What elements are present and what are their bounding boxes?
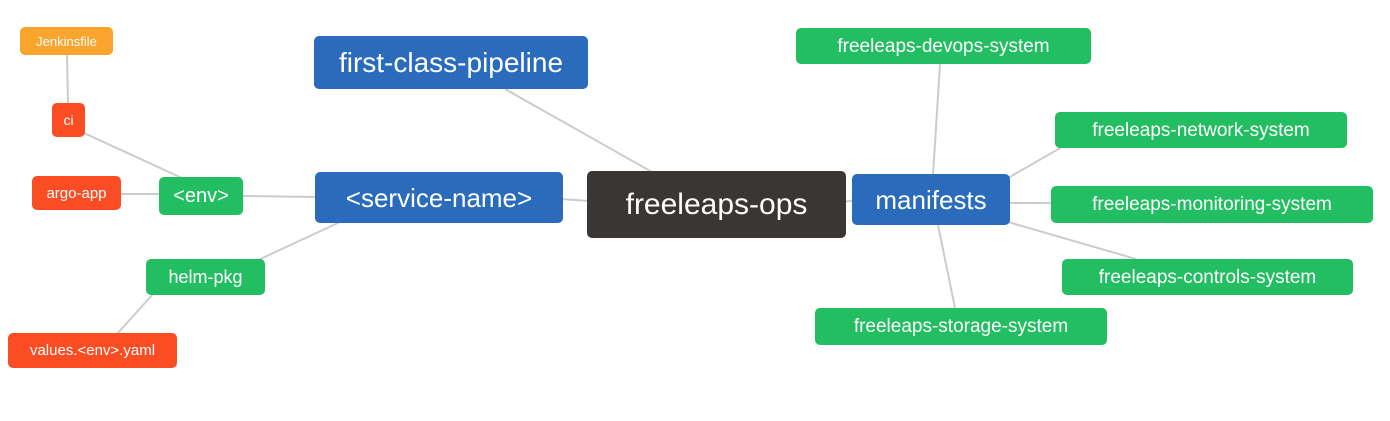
node-ci[interactable]: ci [52,103,85,137]
edge-ci-env [83,132,185,180]
node-freeleaps-controls-system[interactable]: freeleaps-controls-system [1062,259,1353,295]
edge-manifests-controls [1007,221,1137,260]
edge-helm-pkg-values [116,293,154,335]
edge-pipeline-freeleaps-ops [504,88,653,173]
node-freeleaps-storage-system[interactable]: freeleaps-storage-system [815,308,1107,345]
node-manifests[interactable]: manifests [852,174,1010,225]
edge-service-name-ops [559,198,591,202]
edge-manifests-storage [937,224,956,309]
node-helm-pkg[interactable]: helm-pkg [146,259,265,295]
node-argo-app[interactable]: argo-app [32,176,121,210]
node-env[interactable]: <env> [159,177,243,215]
node-freeleaps-monitoring-system[interactable]: freeleaps-monitoring-system [1051,186,1373,223]
node-freeleaps-devops-system[interactable]: freeleaps-devops-system [796,28,1091,64]
node-service-name[interactable]: <service-name> [315,172,563,223]
edge-service-name-helm-pkg [255,221,341,262]
node-values-env-yaml[interactable]: values.<env>.yaml [8,333,177,368]
edge-env-service-name [242,195,316,198]
node-first-class-pipeline[interactable]: first-class-pipeline [314,36,588,89]
node-freeleaps-network-system[interactable]: freeleaps-network-system [1055,112,1347,148]
edge-manifests-network [1007,146,1063,179]
edge-jenkinsfile-ci [66,54,69,105]
edge-manifests-devops [932,63,941,176]
node-jenkinsfile[interactable]: Jenkinsfile [20,27,113,55]
node-freeleaps-ops-root[interactable]: freeleaps-ops [587,171,846,238]
